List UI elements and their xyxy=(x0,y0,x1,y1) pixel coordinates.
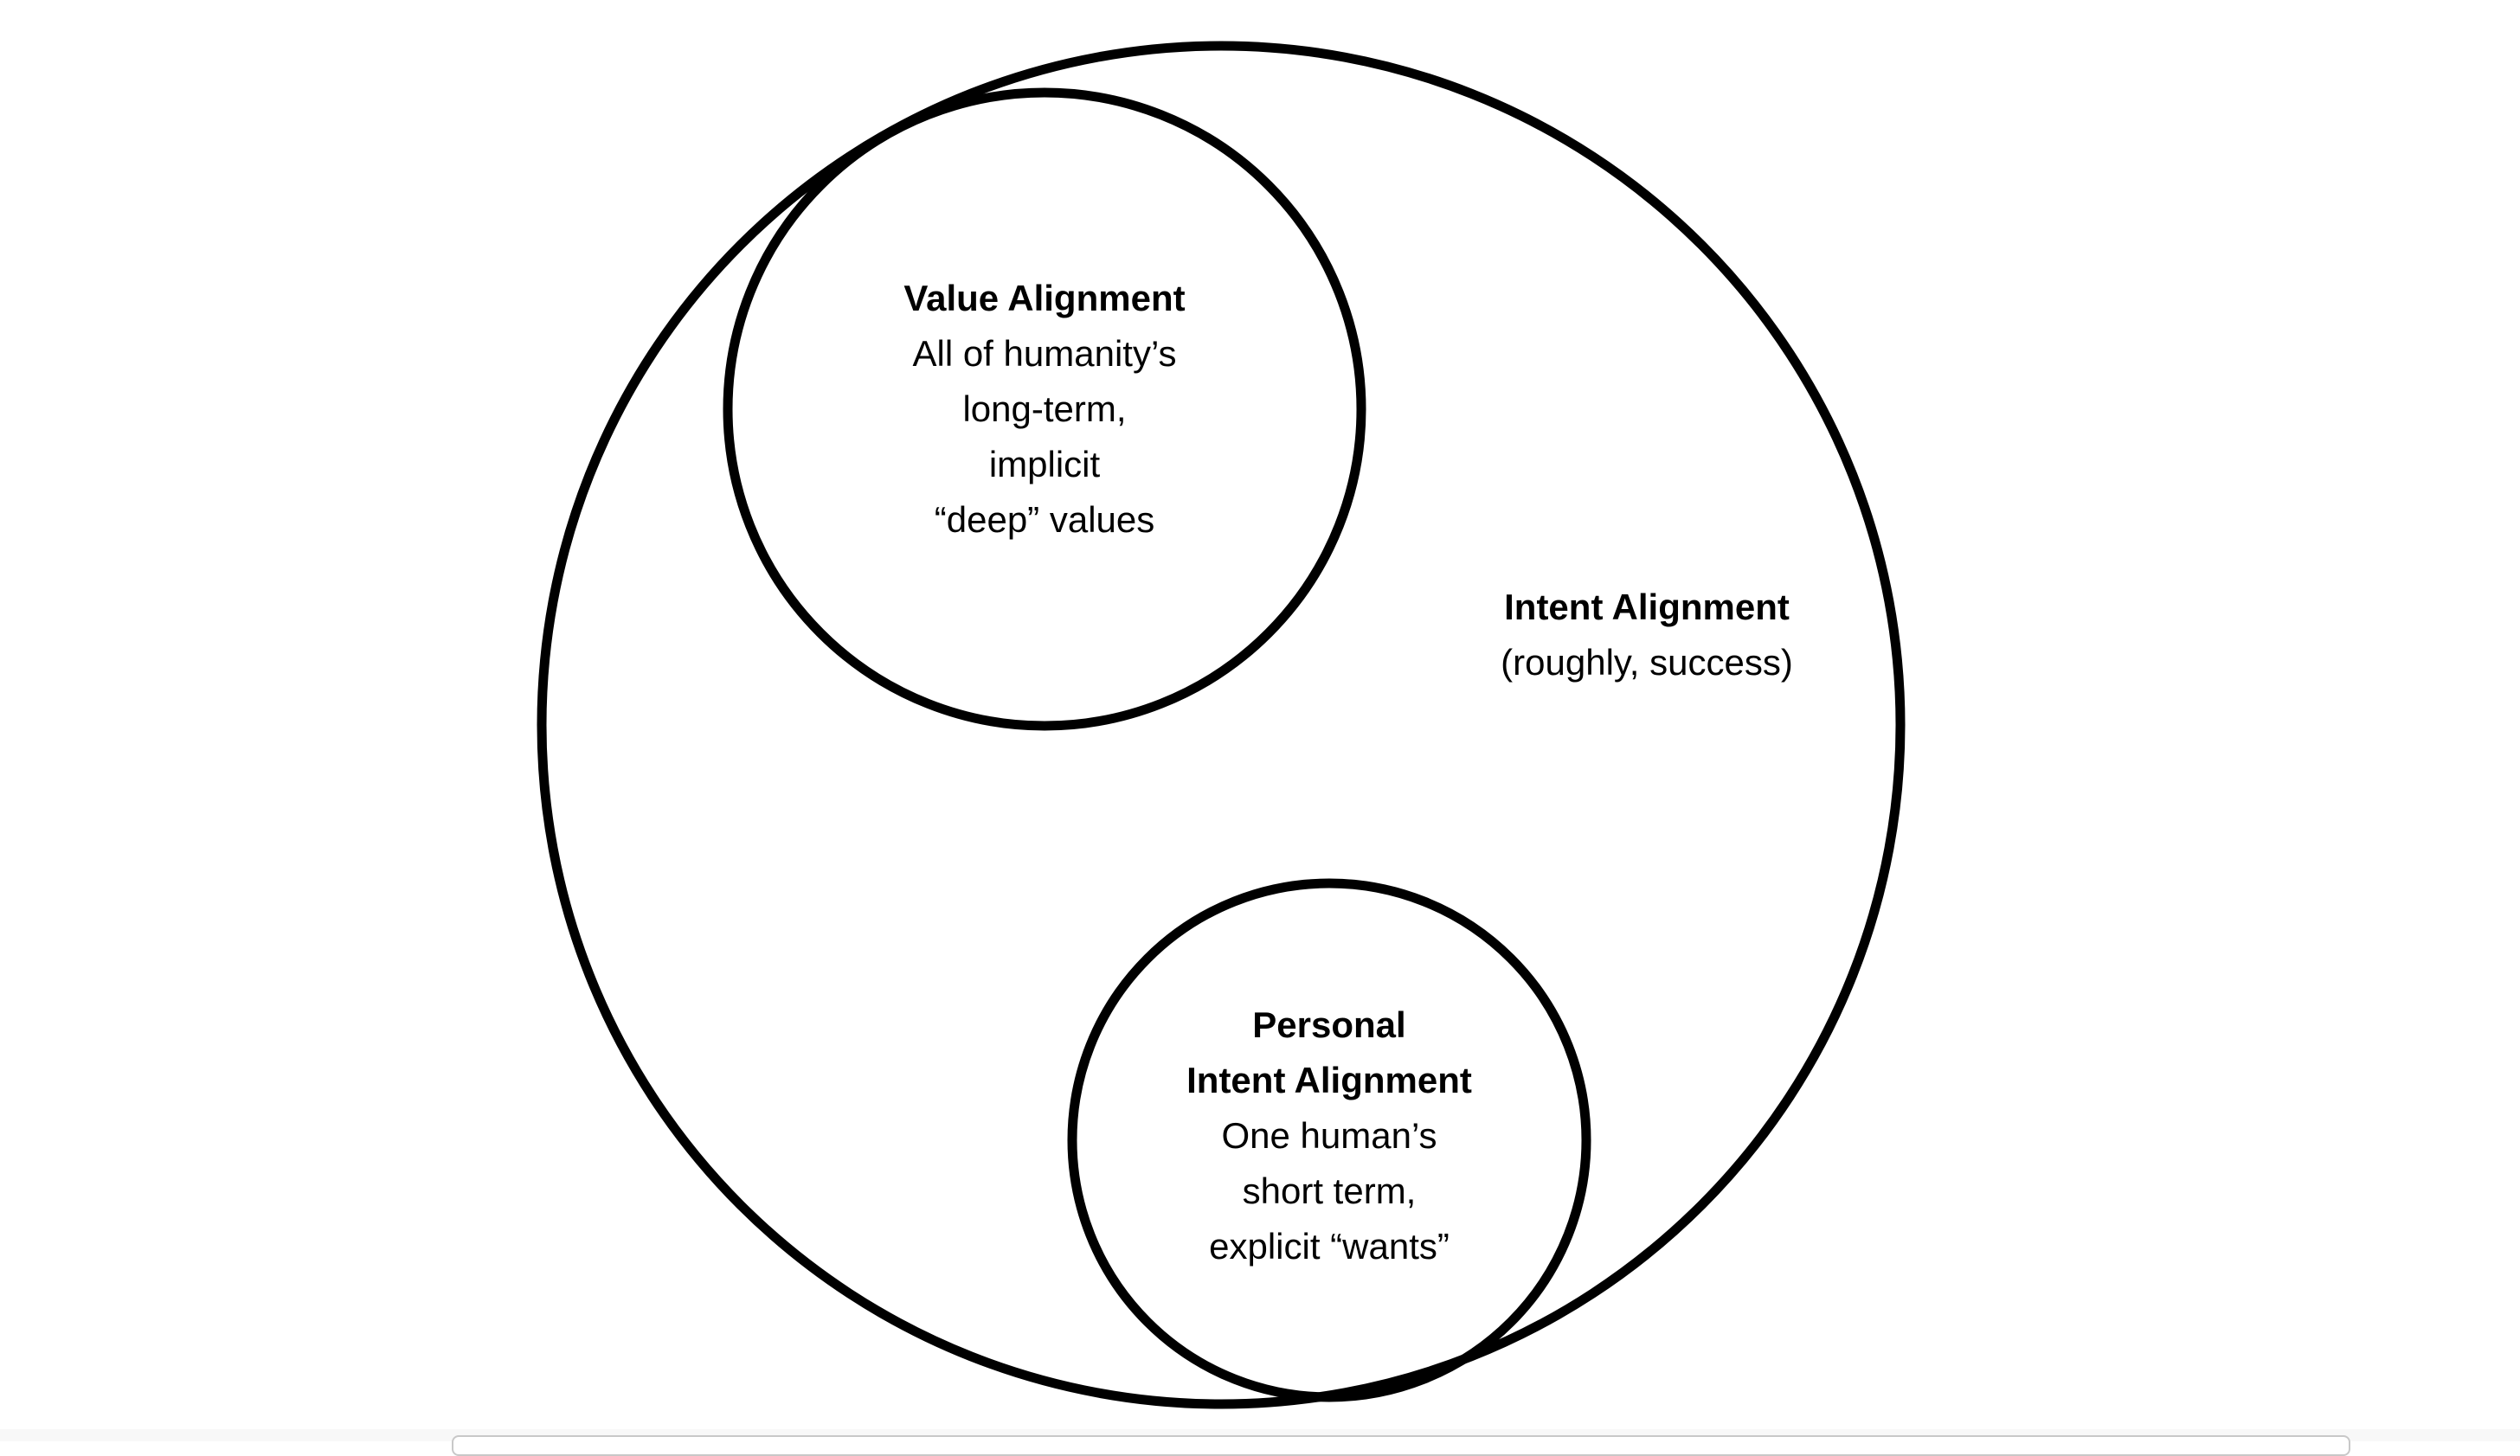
personal-line: short term, xyxy=(1242,1171,1417,1211)
value-alignment-circle xyxy=(723,87,1366,731)
value-line: All of humanity’s xyxy=(912,333,1177,374)
bottom-panel-edge xyxy=(452,1435,2350,1456)
personal-intent-alignment-circle xyxy=(1067,878,1591,1402)
personal-title-line: Intent Alignment xyxy=(1186,1060,1472,1100)
intent-alignment-label: Intent Alignment (roughly, success) xyxy=(1501,580,1793,690)
personal-line: explicit “wants” xyxy=(1209,1226,1450,1267)
value-line: long-term, xyxy=(962,388,1127,429)
personal-intent-alignment-label: Personal Intent Alignment One human’s sh… xyxy=(1186,997,1472,1274)
intent-line: (roughly, success) xyxy=(1501,642,1793,683)
personal-title-line: Personal xyxy=(1252,1004,1406,1045)
value-line: implicit xyxy=(988,444,1101,484)
intent-alignment-circle xyxy=(537,41,1906,1409)
value-alignment-title: Value Alignment xyxy=(903,278,1186,318)
value-alignment-label: Value Alignment All of humanity’s long-t… xyxy=(903,271,1185,548)
intent-alignment-title: Intent Alignment xyxy=(1504,587,1790,627)
personal-line: One human’s xyxy=(1221,1115,1437,1156)
value-line: “deep” values xyxy=(934,499,1155,540)
